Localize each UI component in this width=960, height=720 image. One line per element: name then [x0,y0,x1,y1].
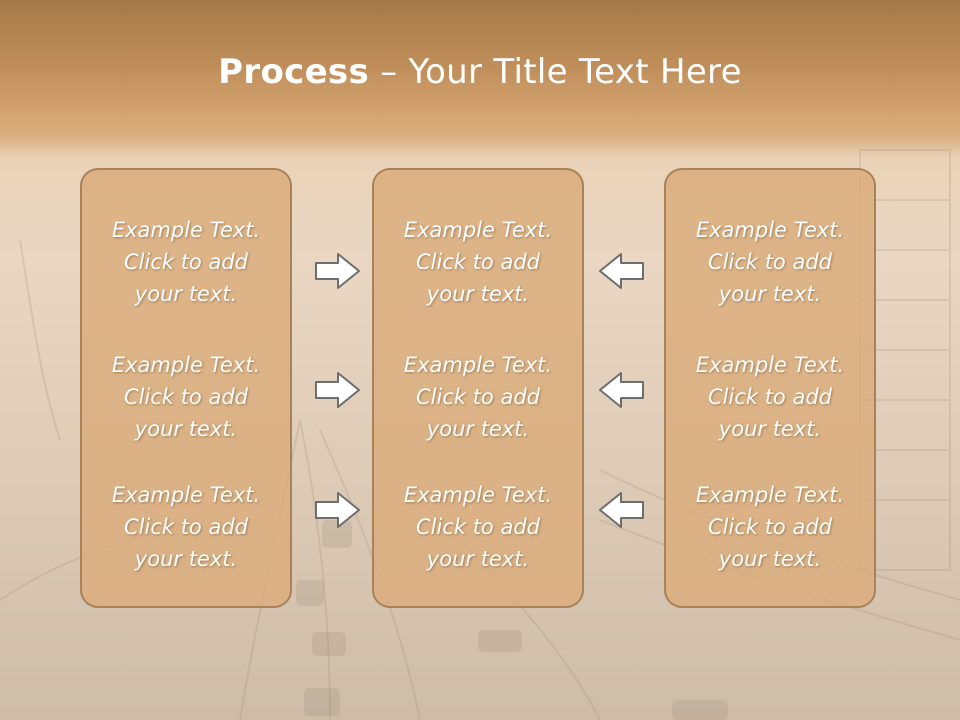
item-line: Example Text. [111,483,261,507]
item-line: your text. [718,282,822,306]
item-line: your text. [718,417,822,441]
right-arrow-icon[interactable] [313,369,363,411]
item-line: your text. [134,547,238,571]
item-line: Example Text. [111,218,261,242]
title-rest: – Your Title Text Here [369,52,742,92]
item-line: your text. [426,282,530,306]
item-line: your text. [718,547,822,571]
panel-middle-item-2[interactable]: Example Text. Click to add your text. [374,349,582,445]
item-line: Example Text. [695,483,845,507]
panel-left-item-1[interactable]: Example Text. Click to add your text. [82,214,290,310]
page-title[interactable]: Process – Your Title Text Here [0,52,960,92]
panel-right-item-3[interactable]: Example Text. Click to add your text. [666,479,874,575]
item-line: Click to add [415,515,540,539]
right-arrow-icon[interactable] [313,250,363,292]
title-bold: Process [218,52,370,92]
left-arrow-icon[interactable] [596,369,646,411]
item-line: your text. [134,282,238,306]
item-line: Click to add [123,250,248,274]
item-line: your text. [426,417,530,441]
panel-left-item-3[interactable]: Example Text. Click to add your text. [82,479,290,575]
item-line: Example Text. [111,353,261,377]
left-arrow-icon[interactable] [596,489,646,531]
panel-middle-item-1[interactable]: Example Text. Click to add your text. [374,214,582,310]
right-arrow-icon[interactable] [313,489,363,531]
panel-right-item-1[interactable]: Example Text. Click to add your text. [666,214,874,310]
panel-middle[interactable]: Example Text. Click to add your text. Ex… [372,168,584,608]
item-line: Click to add [707,515,832,539]
item-line: Example Text. [695,353,845,377]
item-line: your text. [426,547,530,571]
panel-left-item-2[interactable]: Example Text. Click to add your text. [82,349,290,445]
panel-left[interactable]: Example Text. Click to add your text. Ex… [80,168,292,608]
item-line: Click to add [123,385,248,409]
item-line: your text. [134,417,238,441]
item-line: Click to add [415,385,540,409]
item-line: Example Text. [695,218,845,242]
item-line: Example Text. [403,218,553,242]
left-arrow-icon[interactable] [596,250,646,292]
panel-right-item-2[interactable]: Example Text. Click to add your text. [666,349,874,445]
title-band [0,0,960,150]
item-line: Click to add [123,515,248,539]
item-line: Example Text. [403,353,553,377]
panel-middle-item-3[interactable]: Example Text. Click to add your text. [374,479,582,575]
item-line: Example Text. [403,483,553,507]
panel-right[interactable]: Example Text. Click to add your text. Ex… [664,168,876,608]
item-line: Click to add [707,385,832,409]
item-line: Click to add [707,250,832,274]
item-line: Click to add [415,250,540,274]
